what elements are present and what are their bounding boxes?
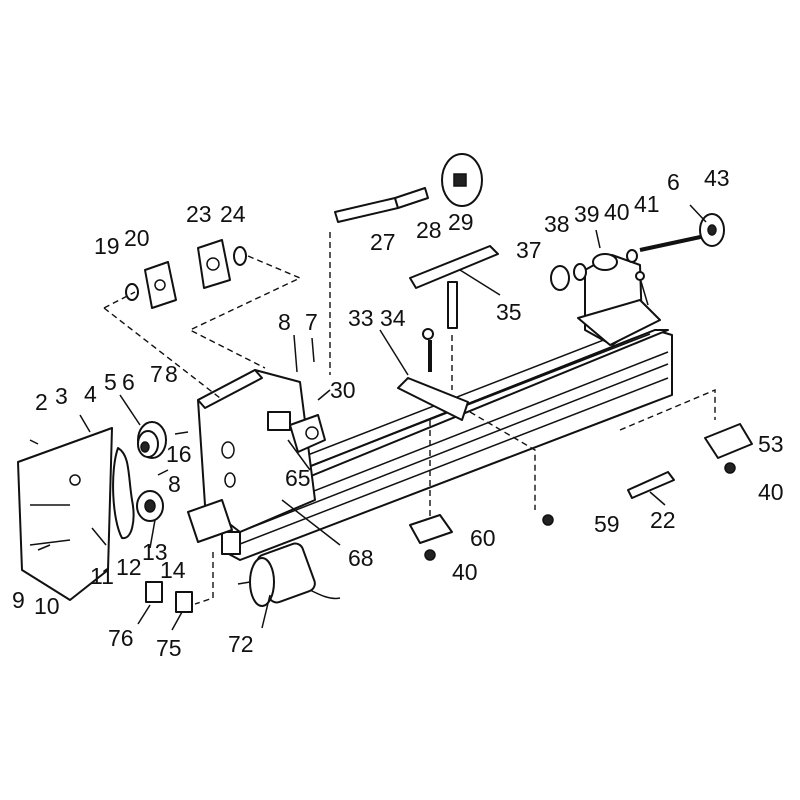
label-59: 59 bbox=[594, 511, 620, 537]
label-19: 19 bbox=[94, 233, 120, 259]
label-14: 14 bbox=[160, 557, 186, 583]
label-39: 39 bbox=[574, 201, 600, 227]
label-10: 10 bbox=[34, 593, 60, 619]
label-3: 3 bbox=[55, 383, 68, 409]
label-30: 30 bbox=[330, 377, 356, 403]
label-6: 6 bbox=[122, 369, 135, 395]
label-43: 43 bbox=[704, 165, 730, 191]
motor bbox=[237, 542, 341, 607]
label-8-lower: 8 bbox=[168, 471, 181, 497]
label-6-tailstock: 6 bbox=[667, 169, 680, 195]
label-38: 38 bbox=[544, 211, 570, 237]
label-2: 2 bbox=[35, 389, 48, 415]
spindle-faceplate bbox=[334, 153, 483, 223]
pulley-belt-assembly bbox=[112, 421, 167, 540]
label-68: 68 bbox=[348, 545, 374, 571]
label-7-headstock: 7 bbox=[150, 361, 163, 387]
label-35: 35 bbox=[496, 299, 522, 325]
label-76: 76 bbox=[108, 625, 134, 651]
label-53: 53 bbox=[758, 431, 784, 457]
tailstock-quill bbox=[550, 213, 725, 291]
label-22: 22 bbox=[650, 507, 676, 533]
label-4: 4 bbox=[84, 381, 97, 407]
label-34: 34 bbox=[380, 305, 406, 331]
tool-rest bbox=[397, 245, 499, 421]
loose-parts bbox=[29, 334, 753, 613]
part-labels: 2 3 4 5 6 6 7 7 8 8 8 9 10 11 12 13 14 1… bbox=[12, 165, 784, 661]
label-27: 27 bbox=[370, 229, 396, 255]
label-8-mid: 8 bbox=[165, 361, 178, 387]
leader-lines bbox=[91, 204, 707, 631]
label-11: 11 bbox=[90, 563, 114, 589]
label-60: 60 bbox=[470, 525, 496, 551]
label-37: 37 bbox=[516, 237, 542, 263]
label-5: 5 bbox=[104, 369, 117, 395]
label-16: 16 bbox=[166, 441, 192, 467]
label-8-top: 8 bbox=[278, 309, 291, 335]
label-75: 75 bbox=[156, 635, 182, 661]
label-7: 7 bbox=[305, 309, 318, 335]
label-20: 20 bbox=[124, 225, 150, 251]
label-40-tailstock: 40 bbox=[604, 199, 630, 225]
headstock bbox=[187, 369, 326, 543]
label-40-53: 40 bbox=[758, 479, 784, 505]
label-72: 72 bbox=[228, 631, 254, 657]
label-23: 23 bbox=[186, 201, 212, 227]
label-65: 65 bbox=[285, 465, 311, 491]
side-cover bbox=[17, 427, 113, 601]
label-9: 9 bbox=[12, 587, 25, 613]
bearing-housings bbox=[125, 239, 247, 309]
label-12: 12 bbox=[116, 554, 142, 580]
label-28: 28 bbox=[416, 217, 442, 243]
label-24: 24 bbox=[220, 201, 246, 227]
label-40-60: 40 bbox=[452, 559, 478, 585]
label-29: 29 bbox=[448, 209, 474, 235]
label-33: 33 bbox=[348, 305, 374, 331]
assembly-lines bbox=[103, 232, 716, 605]
tailstock bbox=[577, 253, 661, 346]
label-13: 13 bbox=[142, 539, 168, 565]
label-41: 41 bbox=[634, 191, 660, 217]
